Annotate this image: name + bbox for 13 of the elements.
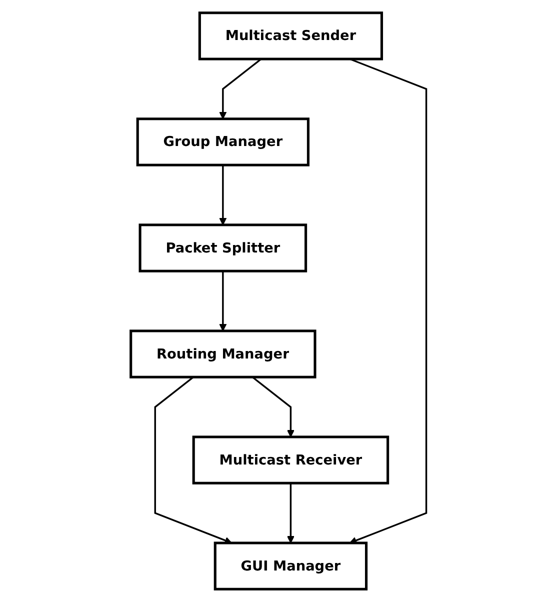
process-box: Multicast Receiver [192, 436, 390, 484]
arrow [219, 271, 227, 332]
arrow [349, 58, 428, 544]
process-box: Multicast Sender [198, 12, 383, 60]
process-box: Routing Manager [130, 330, 316, 378]
process-box: Group Manager [136, 118, 310, 166]
process-box: Packet Splitter [138, 224, 307, 272]
arrow [219, 165, 227, 226]
arrow [252, 376, 294, 438]
arrow [154, 376, 232, 544]
arrow [219, 58, 262, 120]
arrow [286, 483, 294, 544]
process-box: GUI Manager [214, 542, 368, 590]
